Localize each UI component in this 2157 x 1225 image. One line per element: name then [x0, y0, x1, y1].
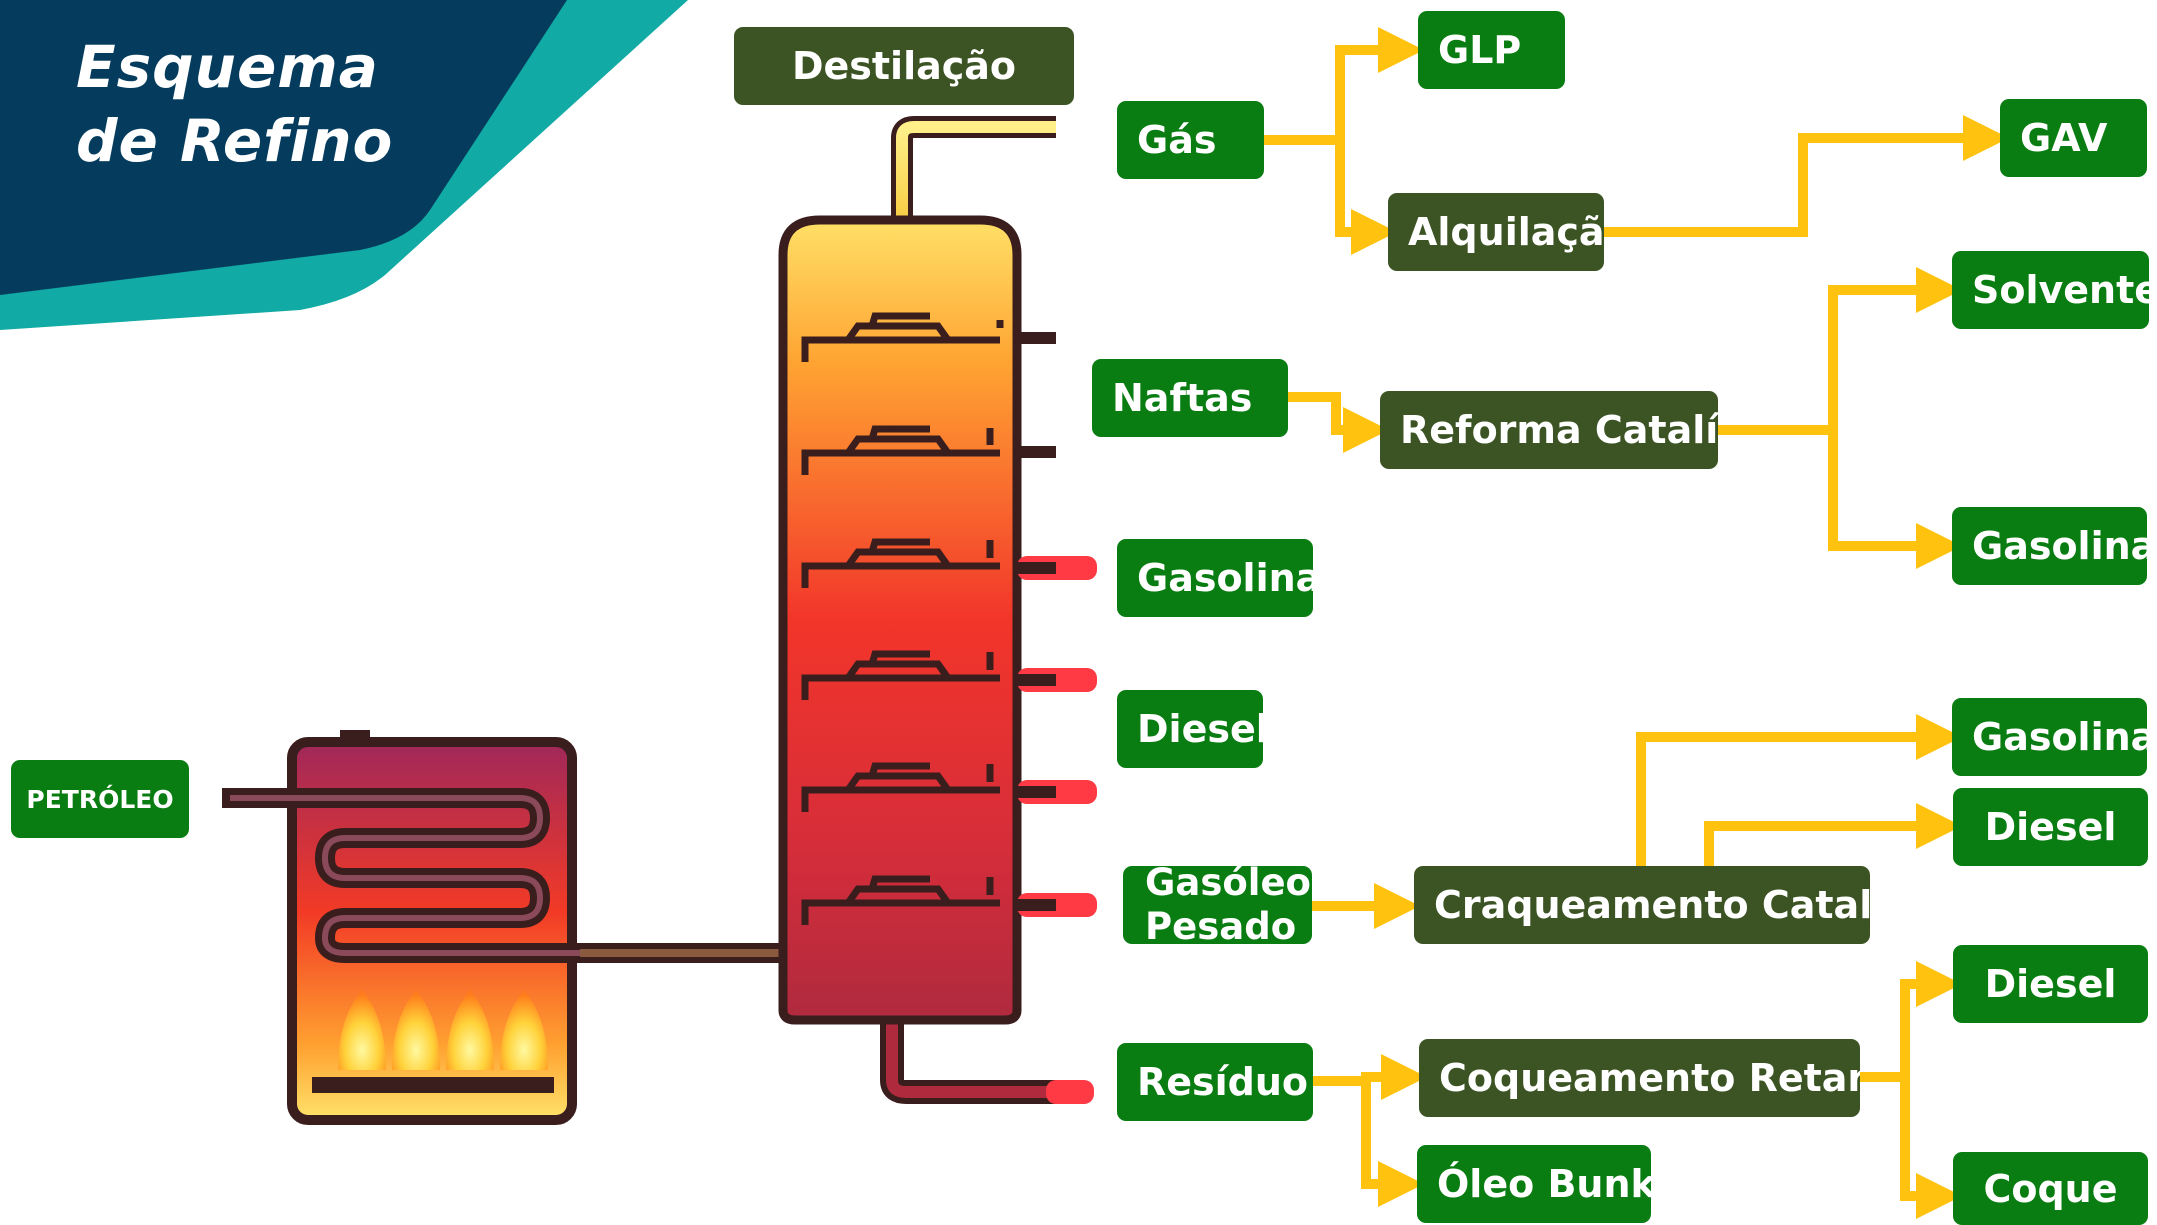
arrow-reforma-to-solventes — [1718, 267, 1962, 435]
product-gav: GAV — [2000, 99, 2147, 177]
product-diesel-coqueamento: Diesel — [1953, 945, 2148, 1023]
flow-arrows — [1262, 27, 2009, 1220]
header-banner — [0, 0, 688, 330]
furnace — [230, 730, 580, 1125]
fraction-diesel: Diesel — [1117, 690, 1263, 768]
arrow-craq-to-gasolina — [1636, 714, 1962, 866]
gasoleo-line-1: Gasóleo — [1145, 866, 1311, 904]
fraction-gasoleo-pesado: Gasóleo Pesado — [1123, 866, 1312, 944]
fraction-naftas: Naftas — [1092, 359, 1288, 437]
fraction-gasolina: Gasolina — [1117, 539, 1313, 617]
arrow-alquilacao-to-gav — [1604, 115, 2009, 237]
burner-flames — [338, 990, 548, 1070]
title-line-1: Esquema — [76, 33, 379, 101]
header-navy-band — [0, 0, 567, 295]
product-gasolina-reforma: Gasolina — [1952, 507, 2147, 585]
process-reforma-catalitica: Reforma Catalítica — [1380, 391, 1718, 469]
arrow-gas-to-alquilacao — [1335, 140, 1397, 256]
diagram-title: Esquema de Refino — [76, 30, 393, 178]
column-trays — [801, 312, 1004, 925]
product-gasolina-craqueamento: Gasolina — [1952, 698, 2147, 776]
arrow-reforma-to-gasolina — [1828, 430, 1962, 570]
burner-grate — [312, 1077, 554, 1093]
process-alquilacao: Alquilação — [1388, 193, 1604, 271]
column-outlets-hot — [1017, 556, 1097, 1104]
title-line-2: de Refino — [76, 107, 394, 175]
product-coque: Coque — [1953, 1152, 2148, 1225]
gasoleo-line-2: Pesado — [1145, 905, 1297, 944]
distillation-column — [778, 215, 1097, 1104]
product-diesel-craqueamento: Diesel — [1953, 788, 2148, 866]
bottom-pipe-inner — [886, 1005, 1060, 1098]
arrow-residuo-to-oleo — [1361, 1081, 1424, 1208]
arrow-coq-to-diesel — [1860, 961, 1962, 1082]
fraction-gas: Gás — [1117, 101, 1264, 179]
destilacao-label: Destilação — [734, 27, 1074, 105]
product-solventes: Solventes — [1952, 251, 2149, 329]
product-glp: GLP — [1418, 11, 1565, 89]
process-craqueamento-catalitico: Craqueamento Catalítico — [1414, 866, 1870, 944]
arrow-gas-to-glp — [1262, 27, 1424, 145]
column-outlets — [1017, 332, 1056, 458]
process-coqueamento-retardado: Coqueamento Retardado — [1419, 1039, 1860, 1117]
arrow-naftas-to-reforma — [1288, 392, 1389, 454]
arrow-craq-to-diesel — [1704, 803, 1962, 866]
arrow-coq-to-coque — [1900, 1077, 1962, 1220]
product-oleo-bunker: Óleo Bunker — [1417, 1145, 1651, 1223]
fraction-residuo: Resíduo — [1117, 1043, 1313, 1121]
top-pipe-inner — [896, 121, 1056, 232]
petroleo-label: PETRÓLEO — [11, 760, 189, 838]
arrow-residuo-to-coqueamento — [1313, 1054, 1427, 1101]
